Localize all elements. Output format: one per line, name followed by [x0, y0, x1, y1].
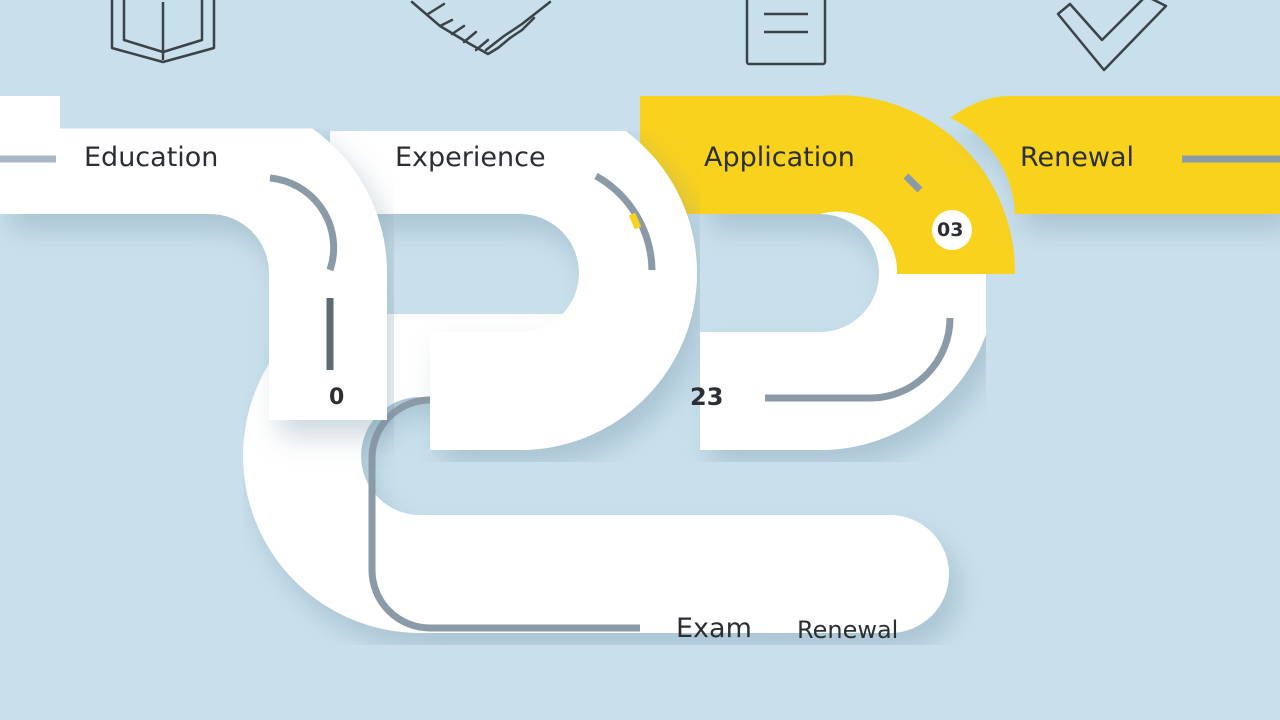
handshake-icon [410, 0, 552, 56]
experience-track [330, 96, 697, 450]
checkmark-icon [1056, 0, 1168, 72]
step-label-education: Education [84, 142, 219, 173]
book-icon [110, 0, 216, 64]
step-badge-label: 03 [937, 219, 964, 241]
step-label-renewal-bottom: Renewal [797, 616, 899, 644]
document-icon [745, 0, 827, 66]
step-label-experience: Experience [395, 142, 546, 173]
step-label-exam: Exam [676, 613, 752, 644]
step-badge [932, 210, 972, 250]
step-label-renewal-top: Renewal [1020, 142, 1135, 173]
renewal-track-top [950, 96, 1280, 214]
step-number-left: 0 [329, 385, 345, 410]
step-number-middle: 23 [690, 383, 724, 411]
education-track [0, 96, 387, 420]
step-label-application: Application [704, 142, 855, 173]
